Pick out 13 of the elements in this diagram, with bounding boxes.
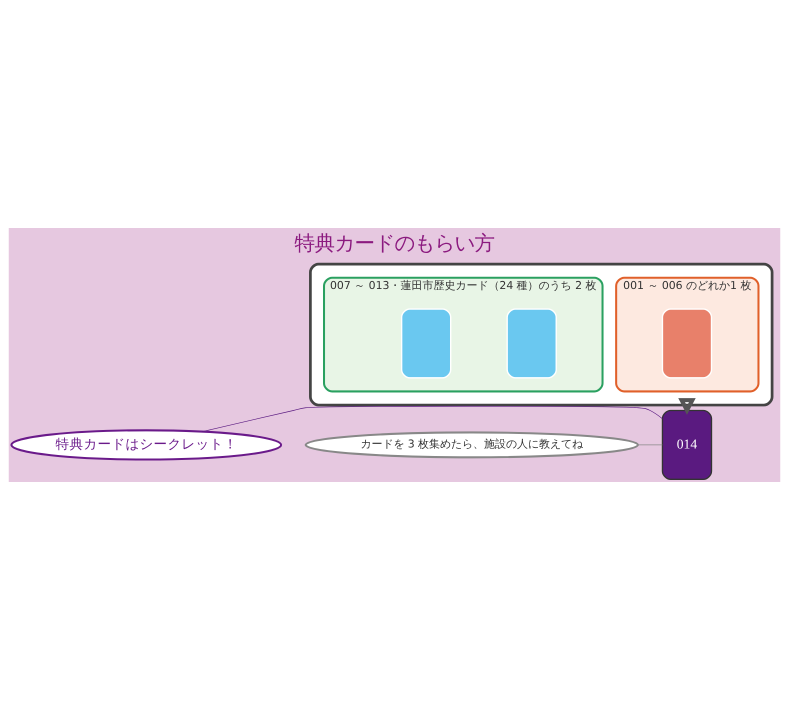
- node-box: 014: [662, 410, 712, 480]
- diagram-title: 特典カードのもらい方: [294, 230, 494, 255]
- node-box: [662, 308, 712, 378]
- node-box: [400, 308, 452, 378]
- cluster: 007 ～ 013・蓮田市歴史カード（24 種）のうち 2 枚: [323, 276, 604, 392]
- node-box: [506, 308, 557, 378]
- node-ellipse: カードを 3 枚集めたら、施設の人に教えてね: [304, 431, 639, 458]
- connector: [202, 406, 663, 432]
- cluster: 001 ～ 006 のどれか1 枚: [615, 276, 760, 392]
- node-ellipse: 特典カードはシークレット！: [10, 429, 282, 460]
- connector: [638, 444, 663, 446]
- cluster: [309, 262, 774, 406]
- arrow: [678, 398, 696, 415]
